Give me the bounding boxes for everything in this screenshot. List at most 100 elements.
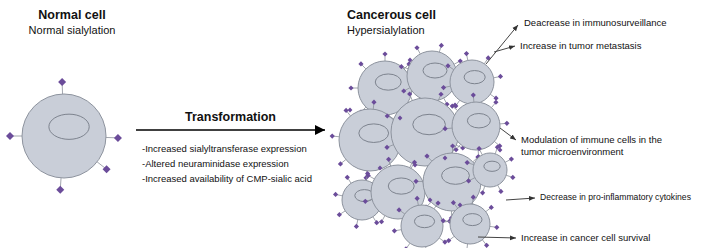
glycan-stalk [466, 244, 468, 248]
sialic-acid [114, 134, 122, 142]
sialic-acid [441, 218, 446, 223]
sialic-acid [337, 212, 342, 217]
change-item: -Altered neuraminidase expression [142, 158, 289, 170]
effect-label: Increase in tumor metastasis [520, 40, 641, 52]
sialic-acid [354, 224, 359, 229]
sialic-acid [392, 228, 397, 233]
sialic-acid [348, 85, 353, 90]
nucleus [464, 71, 485, 84]
sialic-acid [466, 178, 471, 183]
sialic-acid [403, 246, 408, 248]
cell-body [423, 153, 481, 211]
cell-body [22, 94, 106, 178]
sialic-acid [407, 91, 412, 96]
leader-arrow [506, 198, 535, 200]
sialic-acid [363, 199, 368, 204]
sialic-acid [435, 200, 440, 205]
sialic-acid [414, 45, 419, 50]
sialic-acid [374, 220, 379, 225]
cell-body [452, 102, 500, 150]
sialic-acid [471, 93, 476, 98]
sialic-acid [441, 85, 446, 90]
cell-body [407, 51, 457, 101]
sialic-acid [498, 74, 503, 79]
sialic-acid [493, 100, 498, 105]
change-item: -Increased availability of CMP-sialic ac… [142, 173, 312, 185]
sialic-acid [477, 146, 482, 151]
cell-shape [441, 195, 500, 248]
sialic-acid [371, 100, 376, 105]
sialic-acid [458, 203, 463, 208]
nucleus [463, 214, 482, 226]
nucleus [414, 215, 434, 228]
sialic-acid [343, 108, 348, 113]
sialic-acid [382, 51, 387, 56]
cell-title: Cancerous cell [347, 8, 507, 24]
leader-arrow [486, 25, 518, 64]
cell-shape [6, 78, 122, 194]
sialic-acid [489, 205, 494, 210]
sialic-acid [358, 61, 363, 66]
cell-group: Cancerous cellHypersialylation [325, 4, 511, 246]
sialic-acid [333, 192, 338, 197]
cell-body [450, 60, 494, 104]
sialic-acid [345, 175, 350, 180]
cell-group: Normal cellNormal sialylation [8, 4, 136, 194]
sialic-acid [498, 148, 503, 153]
sialic-acid [348, 108, 353, 113]
sialic-acid [6, 132, 14, 140]
sialic-acid [451, 200, 456, 205]
sialic-acid [439, 43, 444, 48]
sialic-acid [510, 175, 515, 180]
sialic-acid [398, 116, 403, 121]
sialic-acid [504, 121, 509, 126]
cell-subtitle: Normal sialylation [12, 24, 132, 38]
edge-label: Transformation [183, 110, 278, 124]
cell-shape [443, 93, 510, 160]
nucleus [375, 74, 401, 90]
nucleus [388, 178, 414, 194]
sialic-acid [384, 145, 389, 150]
sialic-acid [453, 103, 458, 108]
effect-label: Deacrease in immunosurveillance [524, 17, 667, 29]
nucleus [484, 161, 500, 171]
change-item: -Increased sialyltransferase expression [142, 143, 307, 155]
nucleus [467, 114, 490, 128]
cell-body [401, 205, 443, 247]
nucleus [413, 114, 446, 134]
sialic-acid [103, 165, 111, 173]
sialic-acid [399, 64, 404, 69]
sialic-acid [408, 58, 413, 63]
sialic-acid [509, 157, 514, 162]
sialic-acid [484, 243, 489, 248]
cell-subtitle: Hypersialylation [347, 24, 507, 38]
sialic-acid [415, 196, 420, 201]
nucleus [442, 167, 470, 184]
sialic-acid [58, 78, 66, 86]
effect-label: Increase in cancer cell survival [521, 232, 650, 244]
sialic-acid [443, 156, 448, 161]
transformation-arrow [136, 129, 325, 131]
sialic-acid [330, 133, 335, 138]
cell-title: Normal cell [12, 8, 132, 24]
sialic-acid [453, 147, 458, 152]
sialic-acid [379, 219, 384, 224]
effect-label: Decrease in pro-inflammatory cytokines [540, 192, 691, 203]
sialic-acid [396, 207, 401, 212]
sialic-acid [401, 88, 406, 93]
sialic-acid [446, 238, 451, 243]
sialic-acid [494, 225, 499, 230]
sialic-acid [386, 157, 391, 162]
sialic-acid [424, 154, 429, 159]
sialic-acid [480, 190, 485, 195]
sialic-acid [471, 195, 476, 200]
sialic-acid [464, 51, 469, 56]
sialic-acid [443, 126, 448, 131]
cell-shape [465, 145, 516, 196]
sialic-acid [413, 179, 418, 184]
nucleus [423, 63, 447, 78]
sialic-acid [56, 186, 64, 194]
